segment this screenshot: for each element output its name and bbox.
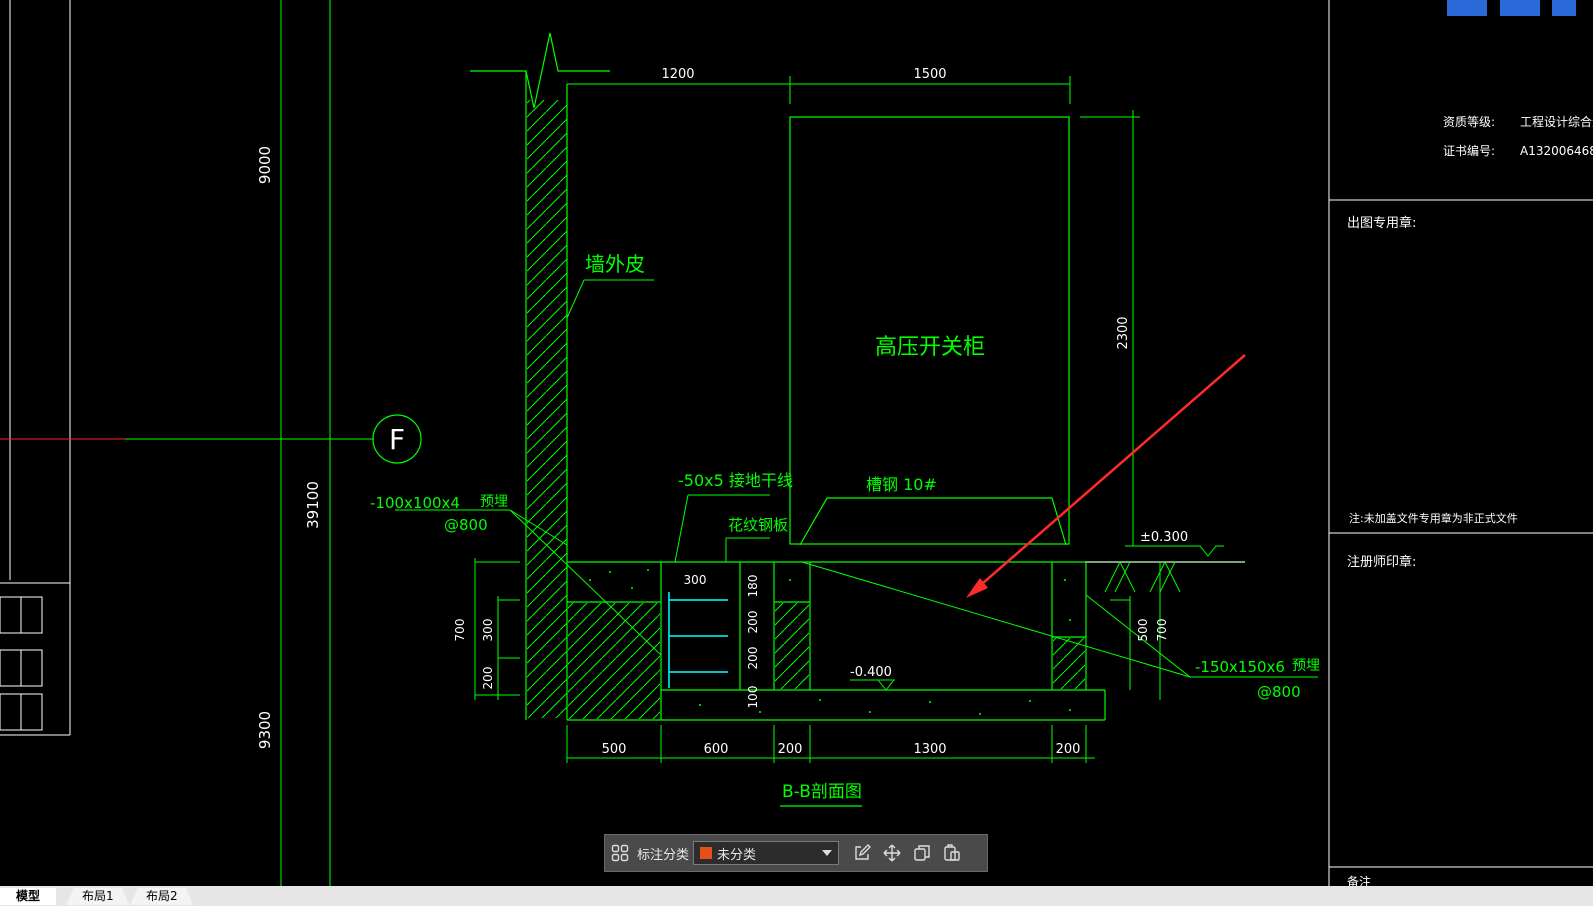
- reg-seal-label: 注册师印章:: [1347, 554, 1416, 570]
- label-wall-leader: [566, 279, 654, 319]
- title-note: 注:未加盖文件专用章为非正式文件: [1349, 511, 1518, 525]
- axis-dim-39100: 39100: [304, 481, 322, 529]
- dim-left: [474, 558, 520, 700]
- dim-700-right: 700: [1155, 619, 1169, 642]
- grid-bubble-f: [372, 414, 422, 464]
- label-embed-left-tag: 预埋: [480, 494, 508, 510]
- move-icon: [883, 844, 901, 862]
- category-color-swatch: [700, 847, 713, 859]
- dim-200-a: 200: [746, 611, 760, 634]
- label-channel: 槽钢 10#: [866, 475, 937, 494]
- paste-button[interactable]: [937, 838, 967, 868]
- axis-dim-9000: 9000: [256, 146, 274, 184]
- dim-200-b: 200: [746, 647, 760, 670]
- paste-icon: [944, 844, 960, 861]
- seal-label: 出图专用章:: [1347, 215, 1416, 231]
- title-block-frame: [1328, 0, 1593, 886]
- leader-embed-right: [801, 561, 1318, 678]
- dim-2300: 2300: [1116, 316, 1131, 349]
- dim-300-left: 300: [481, 619, 495, 642]
- label-embed-left-spacing: @800: [444, 516, 488, 534]
- dim-1500: 1500: [913, 67, 946, 82]
- dim-100: 100: [746, 686, 760, 709]
- qual-value: 工程设计综合资质甲: [1520, 114, 1593, 129]
- title-bottom-partial: 备注: [1347, 874, 1371, 886]
- dim-bottom: [566, 725, 1095, 763]
- dim-top: [567, 76, 1071, 104]
- wall-section: [470, 32, 610, 720]
- dim-600: 600: [704, 742, 729, 757]
- tab-model[interactable]: 模型: [0, 888, 57, 905]
- dim-200-left: 200: [481, 667, 495, 690]
- dim-180: 180: [746, 575, 760, 598]
- label-cabinet: 高压开关柜: [875, 335, 985, 360]
- cable-tray: [668, 592, 728, 688]
- level-bottom: -0.400: [850, 665, 892, 680]
- dim-300-top: 300: [684, 573, 707, 587]
- copy-icon: [914, 845, 930, 861]
- dim-200-d: 200: [1056, 742, 1081, 757]
- cert-label: 证书编号:: [1443, 143, 1495, 158]
- channel-steel: [799, 497, 1067, 546]
- label-embed-right: -150x150x6: [1195, 658, 1285, 676]
- dim-500: 500: [602, 742, 627, 757]
- axis-lines: [125, 0, 374, 886]
- label-plate: 花纹钢板: [728, 516, 788, 534]
- left-sheet-edge: [0, 0, 71, 736]
- concrete-fill: [589, 569, 1071, 715]
- edit-button[interactable]: [847, 838, 877, 868]
- qual-label: 资质等级:: [1443, 115, 1495, 129]
- dim-1200: 1200: [661, 67, 694, 82]
- red-arrow-annotation[interactable]: [966, 354, 1246, 598]
- move-button[interactable]: [877, 838, 907, 868]
- copy-button[interactable]: [907, 838, 937, 868]
- annotation-toolbar: 标注分类 未分类: [604, 834, 988, 872]
- dim-right-2300: [1080, 110, 1140, 546]
- leader-ground-wire: [674, 494, 770, 563]
- category-selected-value: 未分类: [717, 847, 757, 863]
- category-select[interactable]: 未分类: [693, 841, 840, 865]
- leader-embed-left: [395, 509, 662, 656]
- dim-700-left: 700: [453, 619, 467, 642]
- annotation-category-label: 标注分类: [637, 847, 690, 863]
- trench-section: [567, 562, 1106, 721]
- layout-tab-bar: 模型 布局1 布局2: [0, 886, 1593, 906]
- level-top: ±0.300: [1140, 530, 1188, 545]
- dim-1300: 1300: [913, 742, 946, 757]
- grid-view-button[interactable]: [605, 838, 635, 868]
- edit-icon: [855, 844, 872, 860]
- axis-dim-9300: 9300: [256, 711, 274, 749]
- bottom-level-mark: [850, 679, 896, 691]
- soil-symbol: [1104, 561, 1181, 593]
- tab-layout1[interactable]: 布局1: [66, 888, 130, 905]
- cad-drawing-canvas[interactable]: F 9000 39100 9300 墙外皮 1200 1500 高压开关柜 23…: [0, 0, 1593, 886]
- dim-200-c: 200: [778, 742, 803, 757]
- section-title: B-B剖面图: [782, 782, 862, 802]
- hv-cabinet: [789, 116, 1070, 545]
- grid-icon: [611, 844, 629, 862]
- dim-500-right: 500: [1136, 619, 1150, 642]
- grid-label: F: [389, 423, 405, 456]
- tab-layout2[interactable]: 布局2: [130, 888, 194, 905]
- label-embed-left: -100x100x4: [370, 494, 460, 512]
- label-wall: 墙外皮: [585, 252, 645, 276]
- label-embed-right-tag: 预埋: [1292, 658, 1320, 674]
- company-logo: [1447, 0, 1576, 16]
- dim-right-small: [1110, 562, 1161, 700]
- chevron-down-icon: [822, 850, 833, 856]
- label-ground-wire: -50x5 接地干线: [678, 471, 793, 490]
- label-embed-right-spacing: @800: [1257, 683, 1301, 701]
- top-level-mark: [1125, 545, 1224, 557]
- cert-value: A132006468: [1520, 144, 1593, 158]
